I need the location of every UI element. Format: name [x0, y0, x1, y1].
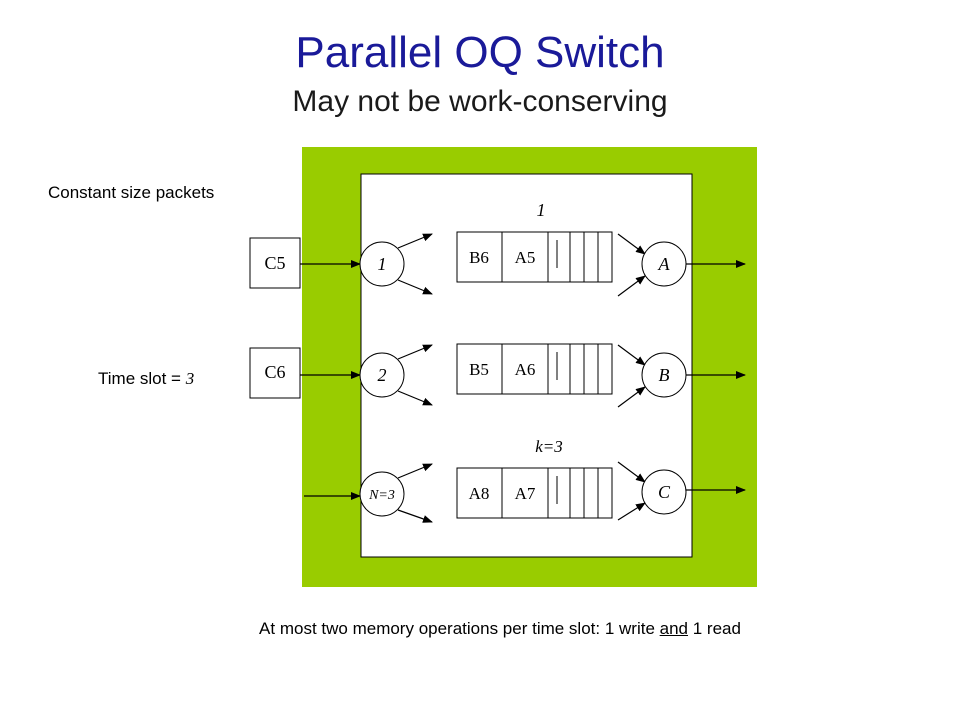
- buffer-1-cell-1: B6: [469, 248, 489, 267]
- output-port-b-label: B: [659, 365, 670, 385]
- incoming-packet-2-label: C6: [264, 362, 285, 382]
- demux-arrows: [397, 233, 433, 523]
- time-slot-label: Time slot =: [98, 369, 186, 388]
- buffer-1-cell-2: A5: [515, 248, 536, 267]
- buffer-1: B6 A5: [456, 231, 613, 283]
- mux-arrows: [617, 233, 646, 521]
- footer-text-emph: and: [659, 619, 689, 638]
- buffer-3-cell-2: A7: [515, 484, 536, 503]
- buffer-2-cell-2: A6: [515, 360, 536, 379]
- buffer-label-bottom: k=3: [535, 437, 563, 456]
- input-port-1-label: 1: [378, 254, 387, 274]
- page-title: Parallel OQ Switch: [295, 28, 665, 77]
- buffer-3-cell-1: A8: [469, 484, 490, 503]
- buffer-label-top: 1: [537, 200, 546, 220]
- footer-note: At most two memory operations per time s…: [0, 619, 960, 639]
- input-port-2: 2: [359, 352, 405, 398]
- constant-size-note: Constant size packets: [48, 183, 215, 202]
- buffer-3: A8 A7: [456, 467, 613, 519]
- input-port-3: N=3: [359, 471, 405, 517]
- output-port-c: C: [641, 469, 687, 515]
- incoming-packet-2: C6: [249, 347, 301, 399]
- input-port-3-label: N=3: [368, 488, 395, 503]
- output-port-b: B: [641, 352, 687, 398]
- footer-text-before: At most two memory operations per time s…: [259, 619, 660, 638]
- input-port-1: 1: [359, 241, 405, 287]
- incoming-packet-1-label: C5: [264, 253, 285, 273]
- output-port-a-label: A: [658, 254, 671, 274]
- output-port-c-label: C: [658, 482, 671, 502]
- time-slot-note: Time slot = 3: [98, 369, 194, 389]
- footer-text-after: 1 read: [688, 619, 741, 638]
- buffer-2-cell-1: B5: [469, 360, 489, 379]
- time-slot-value: 3: [185, 369, 195, 388]
- incoming-packet-1: C5: [249, 237, 301, 289]
- output-port-a: A: [641, 241, 687, 287]
- input-port-2-label: 2: [378, 365, 387, 385]
- page-subtitle: May not be work-conserving: [292, 85, 668, 118]
- buffer-2: B5 A6: [456, 343, 613, 395]
